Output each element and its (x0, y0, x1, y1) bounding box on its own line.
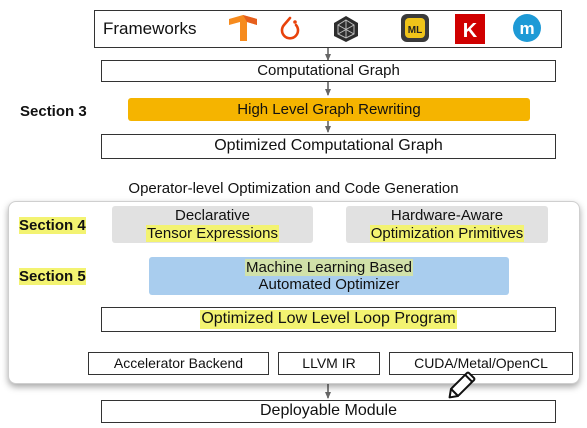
hardware-line2: Optimization Primitives (369, 224, 525, 242)
declarative-line1: Declarative (174, 207, 251, 225)
section-4-label: Section 4 (19, 217, 86, 234)
low-level-program-box: Optimized Low Level Loop Program (101, 307, 556, 332)
high-level-rewriting-box: High Level Graph Rewriting (128, 98, 530, 121)
low-level-program-label: Optimized Low Level Loop Program (200, 310, 457, 329)
accelerator-backend-box: Accelerator Backend (88, 352, 269, 375)
section-3-label: Section 3 (20, 103, 87, 120)
caffe-icon: m (513, 14, 541, 42)
pencil-icon (448, 371, 476, 399)
hardware-line1: Hardware-Aware (390, 207, 504, 225)
ml-optimizer-box: Machine Learning Based Automated Optimiz… (149, 257, 509, 295)
cuda-metal-opencl-box: CUDA/Metal/OpenCL (389, 352, 573, 375)
tensorflow-icon (229, 15, 257, 41)
coreml-icon: ML (401, 14, 429, 42)
optimized-graph-box: Optimized Computational Graph (101, 134, 556, 159)
svg-text:m: m (519, 19, 534, 38)
svg-text:K: K (463, 20, 478, 42)
computational-graph-box: Computational Graph (101, 60, 556, 82)
frameworks-box: Frameworks (94, 10, 562, 48)
svg-text:ML: ML (408, 25, 422, 36)
operator-heading: Operator-level Optimization and Code Gen… (128, 180, 459, 197)
llvm-ir-label: LLVM IR (302, 355, 356, 372)
cuda-metal-opencl-label: CUDA/Metal/OpenCL (414, 355, 548, 372)
pytorch-icon (280, 16, 300, 40)
frameworks-label: Frameworks (103, 19, 197, 39)
section-5-label: Section 5 (19, 268, 86, 285)
hardware-box: Hardware-Aware Optimization Primitives (346, 206, 548, 243)
optimized-graph-label: Optimized Computational Graph (214, 137, 443, 155)
llvm-ir-box: LLVM IR (278, 352, 380, 375)
high-level-rewriting-label: High Level Graph Rewriting (237, 100, 421, 118)
deployable-module-label: Deployable Module (260, 402, 397, 420)
ml-optimizer-line2: Automated Optimizer (258, 276, 400, 293)
declarative-line2: Tensor Expressions (146, 224, 279, 242)
keras-icon: K (455, 14, 485, 44)
computational-graph-label: Computational Graph (257, 62, 400, 80)
accelerator-backend-label: Accelerator Backend (113, 355, 244, 372)
mxnet-icon (334, 16, 358, 42)
declarative-box: Declarative Tensor Expressions (112, 206, 313, 243)
ml-optimizer-line1: Machine Learning Based (245, 258, 413, 276)
deployable-module-box: Deployable Module (101, 400, 556, 423)
